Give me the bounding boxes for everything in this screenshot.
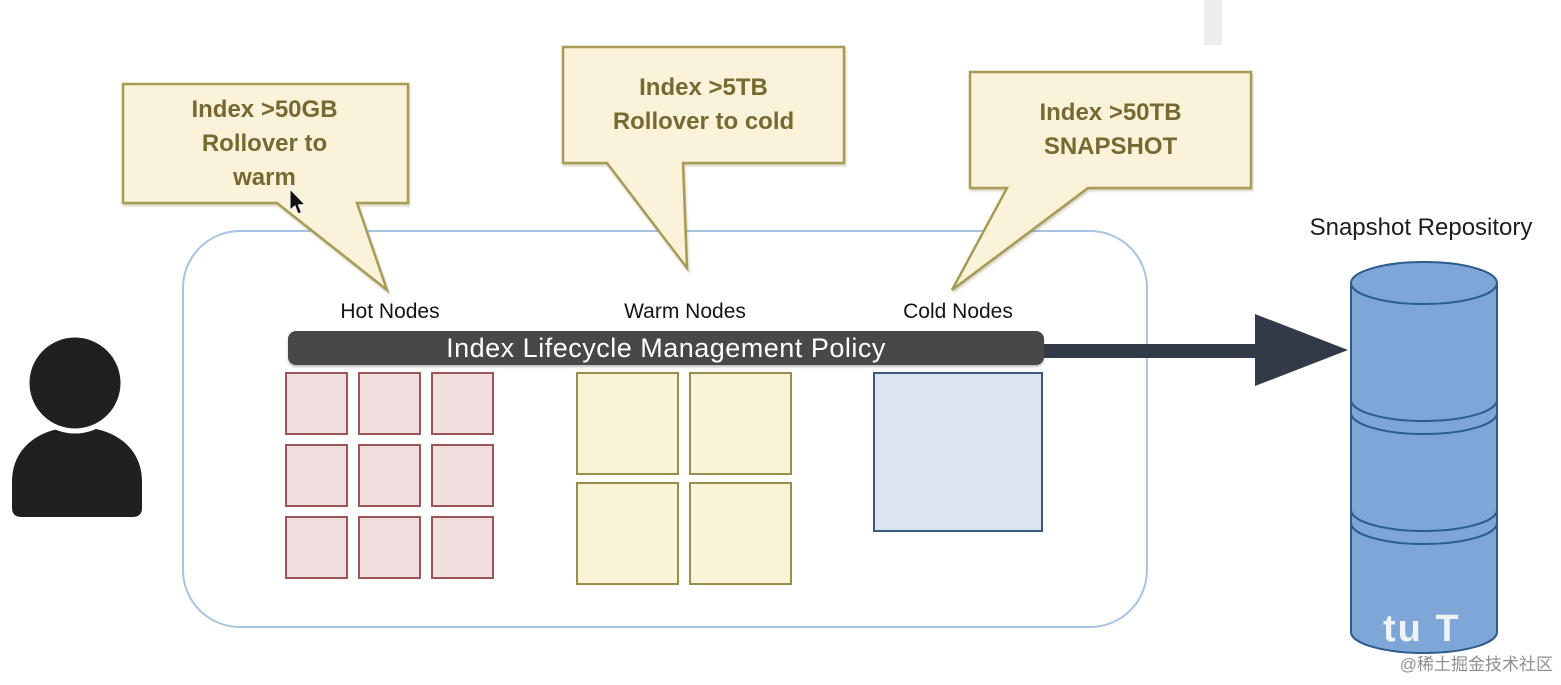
callout-hot-line1: Index >50GB bbox=[191, 95, 338, 123]
callout-snapshot-line1: Index >50TB bbox=[1039, 99, 1182, 126]
warm-node-square bbox=[576, 482, 679, 585]
cold-node-square bbox=[873, 372, 1043, 532]
hot-node-square bbox=[358, 516, 421, 579]
callout-hot-line3: warm bbox=[233, 163, 296, 191]
hot-node-square bbox=[431, 516, 494, 579]
person-icon bbox=[12, 332, 142, 517]
hot-node-square bbox=[358, 372, 421, 435]
callout-bubble-snapshot bbox=[950, 70, 1253, 291]
policy-bar: Index Lifecycle Management Policy bbox=[288, 331, 1044, 365]
cursor-icon bbox=[289, 188, 307, 215]
snapshot-repository-label: Snapshot Repository bbox=[1309, 214, 1533, 241]
policy-bar-label: Index Lifecycle Management Policy bbox=[446, 332, 886, 363]
callout-snapshot-text: Index >50TB SNAPSHOT bbox=[970, 74, 1251, 186]
warm-nodes-grid bbox=[576, 372, 792, 585]
database-cylinder-icon bbox=[1350, 261, 1498, 654]
watermark-overlay: tu T bbox=[1383, 608, 1461, 650]
watermark-community: @稀土掘金技术社区 bbox=[1399, 655, 1553, 674]
callout-warm-text: Index >5TB Rollover to cold bbox=[563, 49, 844, 161]
callout-hot-line2: Rollover to bbox=[201, 129, 328, 157]
callout-bubble-warm bbox=[561, 45, 846, 272]
callout-warm-line1: Index >5TB bbox=[639, 74, 768, 101]
hot-nodes-grid bbox=[285, 372, 494, 579]
hot-nodes-label: Hot Nodes bbox=[340, 300, 440, 323]
cold-nodes-label: Cold Nodes bbox=[903, 300, 1013, 323]
callout-bubble-hot bbox=[121, 82, 410, 294]
warm-node-square bbox=[689, 482, 792, 585]
hot-node-square bbox=[431, 444, 494, 507]
callout-snapshot-line2: SNAPSHOT bbox=[1043, 133, 1178, 160]
arrow-right-icon bbox=[1044, 314, 1348, 386]
hot-node-square bbox=[285, 372, 348, 435]
callout-warm-line2: Rollover to cold bbox=[612, 108, 795, 135]
hot-node-square bbox=[285, 516, 348, 579]
hot-node-square bbox=[431, 372, 494, 435]
callout-hot-text: Index >50GB Rollover to warm bbox=[123, 86, 406, 201]
warm-node-square bbox=[689, 372, 792, 475]
warm-nodes-label: Warm Nodes bbox=[624, 300, 746, 323]
hot-node-square bbox=[358, 444, 421, 507]
hot-node-square bbox=[285, 444, 348, 507]
warm-node-square bbox=[576, 372, 679, 475]
scrollbar-artifact bbox=[1204, 0, 1222, 45]
